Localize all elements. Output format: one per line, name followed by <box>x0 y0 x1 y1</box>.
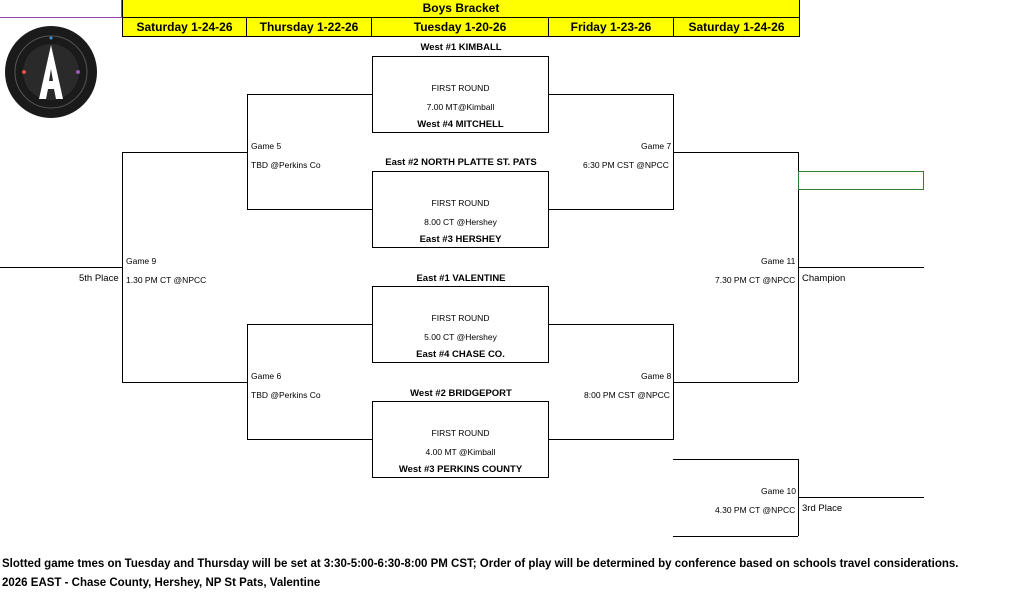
champion-line <box>798 267 924 268</box>
game11-bottom-line <box>673 382 798 383</box>
game5-top-line <box>247 94 372 95</box>
match3-round-label: FIRST ROUND <box>431 313 490 323</box>
game9-time: 1.30 PM CT @NPCC <box>126 275 207 285</box>
match2-bottom-team: East #3 HERSHEY <box>419 234 502 245</box>
game8-time: 8:00 PM CST @NPCC <box>584 390 670 400</box>
game10-bottom-line <box>673 536 798 537</box>
first-round-match-2: FIRST ROUND 8.00 CT @Hershey East #3 HER… <box>372 171 549 248</box>
bracket-title: Boys Bracket <box>122 0 800 18</box>
match3-bottom-team: East #4 CHASE CO. <box>416 349 505 360</box>
match4-top-team: West #2 BRIDGEPORT <box>410 388 512 399</box>
champion-highlight-cell <box>798 171 924 190</box>
game5-bottom-line <box>247 209 372 210</box>
top-left-divider-vertical <box>121 0 122 18</box>
game9-label: Game 9 <box>126 256 157 266</box>
match2-round-label: FIRST ROUND <box>431 198 490 208</box>
game10-top-line <box>673 459 798 460</box>
match1-round-label: FIRST ROUND <box>431 83 490 93</box>
game8-label: Game 8 <box>641 371 672 381</box>
association-logo: A <box>4 25 98 119</box>
match4-time: 4.00 MT @Kimball <box>425 447 496 457</box>
date-header-col-4: Friday 1-23-26 <box>549 18 674 37</box>
logo-icon <box>5 26 97 118</box>
footer-note: Slotted game tmes on Tuesday and Thursda… <box>2 558 959 570</box>
game6-top-line <box>247 324 372 325</box>
first-round-match-4: FIRST ROUND 4.00 MT @Kimball West #3 PER… <box>372 401 549 478</box>
date-header-col-5: Saturday 1-24-26 <box>674 18 800 37</box>
date-header-col-3: Tuesday 1-20-26 <box>372 18 549 37</box>
footer-east-teams: 2026 EAST - Chase County, Hershey, NP St… <box>2 577 321 589</box>
match3-time: 5.00 CT @Hershey <box>424 332 497 342</box>
match4-bottom-team: West #3 PERKINS COUNTY <box>398 464 523 475</box>
game10-time: 4.30 PM CT @NPCC <box>715 505 796 515</box>
match4-round-label: FIRST ROUND <box>431 428 490 438</box>
game7-top-line <box>549 94 674 95</box>
game8-vertical-line <box>673 324 674 439</box>
game11-time: 7.30 PM CT @NPCC <box>715 275 796 285</box>
game8-bottom-line <box>549 439 674 440</box>
first-round-match-1: FIRST ROUND 7.00 MT@Kimball West #4 MITC… <box>372 56 549 133</box>
game11-label: Game 11 <box>761 256 796 266</box>
game7-time: 6:30 PM CST @NPCC <box>583 160 669 170</box>
game9-bottom-line <box>122 382 247 383</box>
game9-vertical-line <box>122 152 123 382</box>
third-place-line <box>798 497 924 498</box>
match2-time: 8.00 CT @Hershey <box>424 217 497 227</box>
date-header-row: Saturday 1-24-26 Thursday 1-22-26 Tuesda… <box>122 18 800 37</box>
game9-top-line <box>122 152 247 153</box>
game6-time: TBD @Perkins Co <box>251 390 321 400</box>
top-left-divider <box>0 17 121 18</box>
game5-label: Game 5 <box>251 141 282 151</box>
first-round-match-3: FIRST ROUND 5.00 CT @Hershey East #4 CHA… <box>372 286 549 363</box>
third-place-label: 3rd Place <box>802 503 843 514</box>
champion-label: Champion <box>802 273 846 284</box>
fifth-place-label: 5th Place <box>79 273 119 284</box>
match3-top-team: East #1 VALENTINE <box>416 273 506 284</box>
match2-top-team: East #2 NORTH PLATTE ST. PATS <box>385 157 537 168</box>
game11-top-line <box>673 152 798 153</box>
game6-bottom-line <box>247 439 372 440</box>
match1-bottom-team: West #4 MITCHELL <box>417 119 504 130</box>
game7-label: Game 7 <box>641 141 672 151</box>
game6-label: Game 6 <box>251 371 282 381</box>
fifth-place-line <box>0 267 122 268</box>
game10-label: Game 10 <box>761 486 796 496</box>
match1-top-team: West #1 KIMBALL <box>420 42 502 53</box>
game5-time: TBD @Perkins Co <box>251 160 321 170</box>
game7-bottom-line <box>549 209 674 210</box>
match1-time: 7.00 MT@Kimball <box>426 102 495 112</box>
game7-vertical-line <box>673 94 674 209</box>
game5-vertical-line <box>247 94 248 209</box>
game8-top-line <box>549 324 674 325</box>
game6-vertical-line <box>247 324 248 439</box>
date-header-col-1: Saturday 1-24-26 <box>122 18 247 37</box>
date-header-col-2: Thursday 1-22-26 <box>247 18 372 37</box>
